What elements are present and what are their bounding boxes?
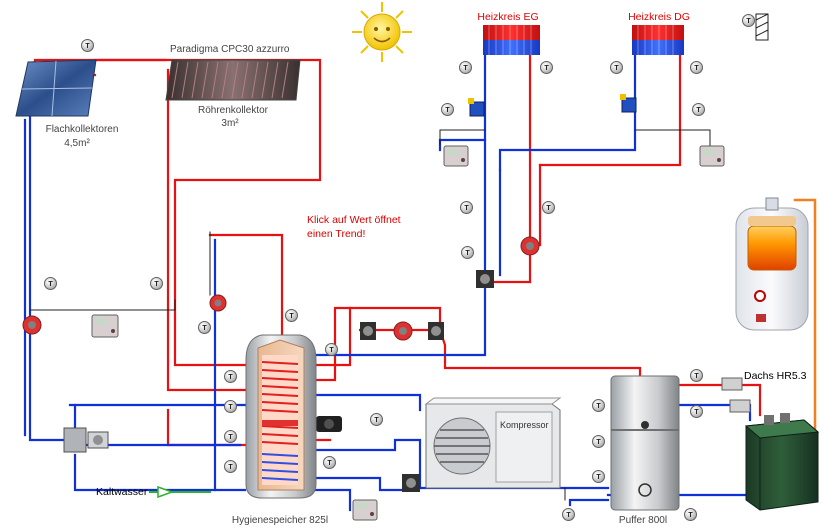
pump-hygiene[interactable]: [209, 294, 227, 312]
mixer-valve-eg[interactable]: [468, 98, 485, 117]
sensor-eg-mixer[interactable]: T: [441, 103, 454, 116]
sensor-eg-return-top[interactable]: T: [459, 61, 472, 74]
pipe-flach-return: [28, 113, 72, 442]
radiator-dg: [632, 25, 684, 55]
tube-collector-name: Röhrenkollektor: [197, 105, 269, 116]
puffer-tank: [610, 375, 680, 511]
trend-hint: Klick auf Wert öffnet einen Trend!: [307, 213, 401, 241]
sensor-eg-return[interactable]: T: [460, 201, 473, 214]
sensor-hygiene-1[interactable]: T: [224, 370, 237, 383]
sensor-solar-supply[interactable]: T: [150, 277, 163, 290]
valve-compressor[interactable]: [402, 474, 420, 492]
sensor-eg-supply-top[interactable]: T: [540, 61, 553, 74]
pump-eg[interactable]: [520, 236, 540, 256]
sensor-eg-valve[interactable]: T: [461, 246, 474, 259]
dachs-valve-top[interactable]: [721, 377, 743, 391]
sensor-puffer-3[interactable]: T: [592, 470, 605, 483]
sensor-hygiene-3[interactable]: T: [224, 430, 237, 443]
compressor-label: Kompressor: [500, 420, 549, 430]
sensor-solar-return[interactable]: T: [44, 277, 57, 290]
sensor-dg-mixer[interactable]: T: [692, 103, 705, 116]
tube-collector: [165, 59, 301, 101]
controller-bottom[interactable]: [352, 499, 378, 521]
controller-eg[interactable]: [443, 145, 469, 167]
flat-collector-name: Flachkollektoren: [45, 124, 119, 135]
sensor-outside[interactable]: T: [742, 14, 755, 27]
hygiene-tank-label: Hygienespeicher 825l: [231, 515, 329, 526]
sensor-puffer-return[interactable]: T: [562, 508, 575, 521]
sensor-dachs-supply[interactable]: T: [690, 369, 703, 382]
kaltwasser-label: Kaltwasser: [96, 486, 148, 498]
valve-right[interactable]: [428, 322, 444, 340]
trend-hint-line1: Klick auf Wert öffnet: [307, 214, 401, 226]
trend-hint-line2: einen Trend!: [307, 228, 366, 240]
freshwater-station[interactable]: [63, 427, 109, 453]
sensor-eg-supply[interactable]: T: [542, 201, 555, 214]
sun-icon: [352, 2, 412, 62]
radiator-eg: [483, 25, 540, 55]
flat-collector: [15, 59, 97, 117]
valve-left[interactable]: [360, 322, 376, 340]
boiler-unit: [735, 197, 809, 331]
sensor-puffer-1[interactable]: T: [592, 399, 605, 412]
heizkreis-eg-label: Heizkreis EG: [477, 11, 539, 23]
sensor-flat-collector[interactable]: T: [81, 39, 94, 52]
tube-collector-model: Paradigma CPC30 azzurro: [170, 44, 290, 55]
dachs-label: Dachs HR5.3: [744, 370, 807, 382]
flat-collector-area: 4,5m²: [64, 138, 90, 149]
puffer-tank-label: Puffer 800l: [618, 515, 668, 526]
compressor-unit: [424, 397, 562, 489]
sensor-dachs-return[interactable]: T: [690, 405, 703, 418]
sensor-hygiene-pump[interactable]: T: [198, 321, 211, 334]
pump-solar[interactable]: [22, 315, 42, 335]
sensor-hygiene-bottom[interactable]: T: [323, 456, 336, 469]
valve-heat-exchanger[interactable]: [316, 416, 342, 432]
valve-eg[interactable]: [476, 270, 494, 288]
sensor-hygiene-2[interactable]: T: [224, 400, 237, 413]
sensor-puffer-bottom[interactable]: T: [684, 508, 697, 521]
sensor-hygiene-circulation[interactable]: T: [285, 309, 298, 322]
sensor-hygiene-4[interactable]: T: [224, 460, 237, 473]
dachs-valve-bottom[interactable]: [729, 399, 751, 413]
heizkreis-dg-label: Heizkreis DG: [628, 11, 690, 23]
hygiene-tank: [245, 334, 317, 499]
sensor-dg-return-top[interactable]: T: [610, 61, 623, 74]
dachs-unit: [744, 413, 820, 511]
controller-dg[interactable]: [699, 145, 725, 167]
sensor-dg-supply-top[interactable]: T: [690, 61, 703, 74]
sensor-hygiene-top[interactable]: T: [325, 343, 338, 356]
controller-solar[interactable]: [91, 314, 119, 338]
tube-collector-area: 3m²: [221, 118, 239, 129]
mixer-valve-dg[interactable]: [620, 94, 637, 113]
outside-sensor: [755, 13, 769, 41]
pump-middle[interactable]: [393, 321, 413, 341]
sensor-puffer-2[interactable]: T: [592, 435, 605, 448]
sensor-compressor-in[interactable]: T: [370, 413, 383, 426]
